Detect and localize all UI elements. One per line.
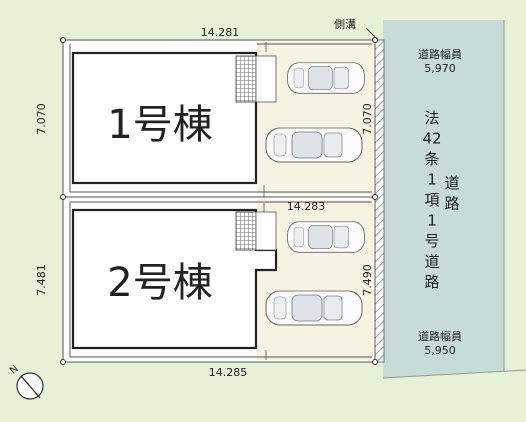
road-type-char: 道 [424, 253, 439, 271]
dimension-left-lot1: 7.070 [35, 103, 48, 135]
car-2b [265, 290, 363, 326]
dimension-right-lot1: 7.070 [361, 103, 374, 135]
road-width-bottom-value: 5,950 [424, 344, 456, 357]
dimension-middle: 14.283 [287, 200, 326, 213]
road-type-char: 路 [444, 195, 459, 213]
road-width-top-title: 道路幅員 [418, 47, 462, 61]
side-ditch-leader [365, 27, 379, 41]
road-edge-line [382, 369, 526, 379]
road-type-char: 1 [427, 212, 437, 230]
car-2a [287, 221, 365, 253]
road-area [383, 20, 504, 378]
entrance-grid-2 [235, 211, 257, 251]
compass-axis [20, 375, 41, 399]
building-2-label: 2号棟 [107, 260, 212, 306]
road-type-char: 42 [422, 130, 441, 148]
building-1 [71, 51, 258, 185]
compass: N [8, 363, 44, 400]
road-type-char: 項 [424, 191, 439, 209]
road-type-column-1: 法 42 条 1 項 1 号道路 [422, 109, 441, 291]
side-ditch-label: 側溝 [334, 18, 356, 31]
road-type-char: 号 [424, 232, 439, 250]
car-1b [265, 127, 363, 163]
entrance-step-2 [255, 211, 277, 251]
road-type-char: 条 [424, 150, 439, 168]
dimension-left-lot2: 7.481 [35, 264, 48, 296]
compass-north-label: N [8, 363, 21, 376]
road-type-column-2: 道路 [444, 174, 459, 213]
road-width-top-value: 5,970 [424, 62, 456, 75]
dimension-top: 14.281 [201, 26, 240, 39]
dimension-right-lot2: 7.490 [361, 264, 374, 296]
road-cut-corner [383, 370, 526, 422]
car-1a [287, 62, 365, 94]
road-width-bottom-title: 道路幅員 [418, 329, 462, 343]
entrance-grid-1 [235, 55, 257, 103]
road-type-char: 1 [427, 171, 437, 189]
building-1-label: 1号棟 [107, 102, 212, 148]
entrance-step-1 [255, 55, 277, 103]
dimension-bottom: 14.285 [209, 366, 248, 379]
road-type-char: 路 [424, 273, 439, 291]
road-type-char: 道 [444, 174, 459, 192]
road-type-char: 法 [424, 109, 439, 127]
